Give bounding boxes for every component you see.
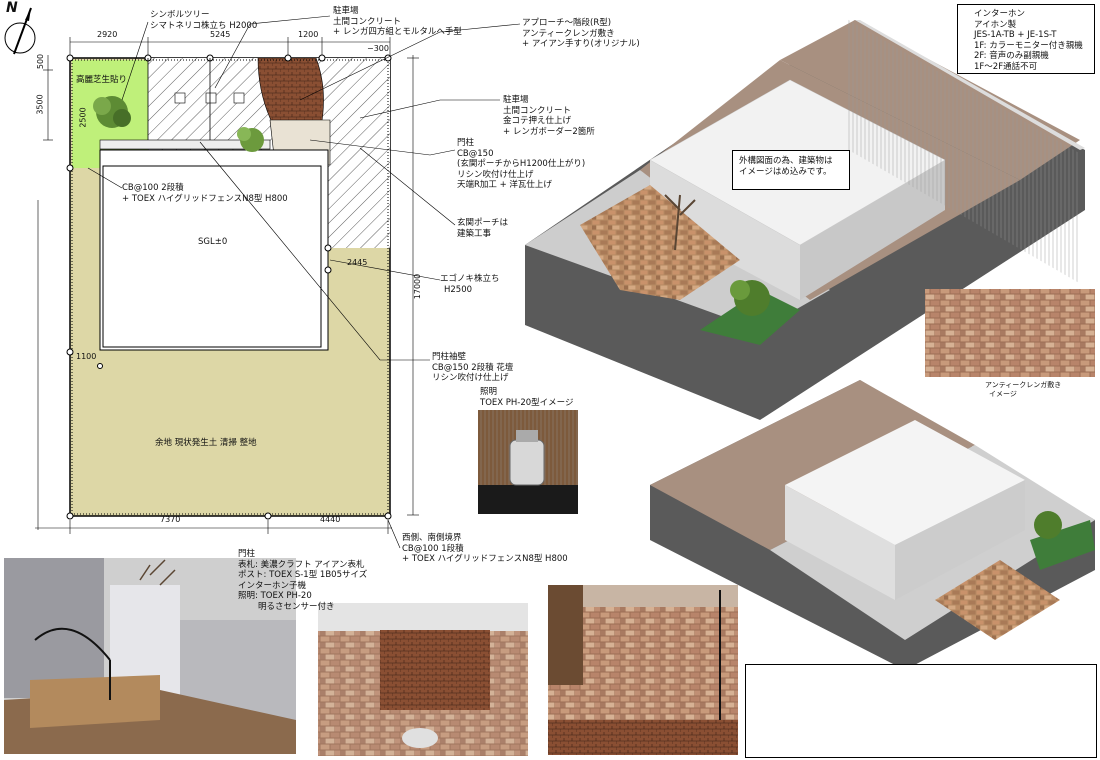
dim-17000: 17000 — [413, 273, 423, 300]
dim-500: 500 — [36, 53, 46, 70]
note-gate-detail: 門柱 表札: 美濃クラフト アイアン表札 ポスト: TOEX S-1型 1B05… — [238, 549, 368, 612]
light-photo — [478, 410, 578, 514]
note-egonoki: エゴノキ株立ち H2500 — [440, 274, 500, 295]
building-note-box: 外構図面の為、建築物は イメージはめ込みです。 — [732, 150, 850, 190]
note-approach: アプローチ〜階段(R型) アンティークレンガ敷き + アイアン手すり(オリジナル… — [522, 18, 640, 49]
dim-2920: 2920 — [97, 30, 118, 39]
lawn-label: 高麗芝生貼り — [76, 75, 128, 85]
title-block — [745, 664, 1097, 758]
dim-2445: 2445 — [347, 258, 368, 267]
dim-7370: 7370 — [160, 515, 181, 524]
note-porch: 玄関ポーチは 建築工事 — [457, 218, 509, 239]
garden-label: 余地 現状発生土 清掃 整地 — [155, 438, 257, 448]
dim-1200: 1200 — [298, 30, 319, 39]
note-symbol-tree: シンボルツリー シマトネリコ株立ち H2000 — [150, 10, 258, 31]
dim-4440: 4440 — [320, 515, 341, 524]
site-plan — [35, 37, 419, 534]
note-fence-cb: CB@100 2段積 + TOEX ハイグリッドフェンスN8型 H800 — [122, 183, 288, 204]
north-arrow-icon — [4, 7, 36, 55]
dim-3500: 3500 — [35, 94, 45, 115]
sgl-label: SGL±0 — [198, 237, 228, 247]
north-label: N — [6, 0, 18, 16]
note-gate-pillar: 門柱 CB@150 (玄関ポーチからH1200仕上がり) リシン吹付け仕上げ 天… — [457, 138, 586, 190]
steps-photo-2 — [548, 585, 738, 755]
dim-5245: 5245 — [210, 30, 231, 39]
note-light: 照明 TOEX PH-20型イメージ — [480, 387, 574, 408]
brick-caption: アンティークレンガ敷き イメージ — [985, 381, 1062, 398]
steps-photo-1 — [318, 603, 528, 756]
dim-minus300: −300 — [367, 44, 389, 53]
gate-pillar-photo — [4, 558, 296, 754]
dim-1100: 1100 — [76, 352, 97, 361]
dim-2500: 2500 — [78, 107, 88, 128]
brick-paving-photo — [925, 289, 1095, 377]
intercom-spec-box: インターホン アイホン製 JES-1A-TB + JE-1S-T 1F: カラー… — [957, 4, 1095, 74]
note-parking-2: 駐車場 土間コンクリート 金コテ押え仕上げ + レンガボーダー2箇所 — [503, 95, 595, 137]
note-parking-1: 駐車場 土間コンクリート + レンガ四方組とモルタルへ手型 — [333, 6, 462, 37]
note-sode-wall: 門柱袖壁 CB@150 2段積 花壇 リシン吹付け仕上げ — [432, 352, 514, 383]
note-boundary: 西側、南側境界 CB@100 1段積 + TOEX ハイグリッドフェンスN8型 … — [402, 533, 568, 564]
bush-icon — [93, 96, 264, 152]
isometric-view-bottom — [650, 380, 1095, 670]
